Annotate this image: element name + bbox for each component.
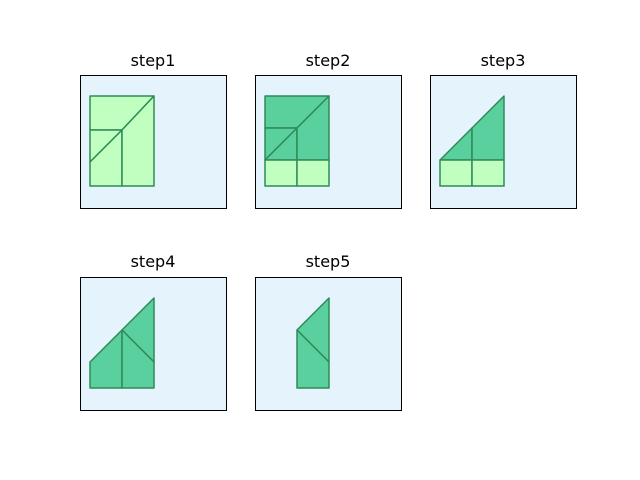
step3-title: step3 bbox=[480, 51, 526, 70]
step3-piece-bottom-left bbox=[439, 159, 473, 187]
step2-panel bbox=[255, 75, 402, 209]
step4-piece-bottom-right bbox=[121, 329, 155, 389]
step5-title: step5 bbox=[305, 252, 351, 271]
step1-panel bbox=[80, 75, 227, 209]
step2-title: step2 bbox=[305, 51, 351, 70]
step4-title: step4 bbox=[130, 252, 176, 271]
step5-panel bbox=[255, 277, 402, 411]
step3-piece-bottom-right bbox=[471, 159, 505, 187]
step1-title: step1 bbox=[130, 51, 176, 70]
step4-panel bbox=[80, 277, 227, 411]
step5-piece-bottom bbox=[296, 329, 330, 389]
step3-panel bbox=[430, 75, 577, 209]
step2-piece-bottom-right bbox=[296, 159, 330, 187]
step2-piece-bottom-left bbox=[264, 159, 298, 187]
step1-piece-right-tall bbox=[121, 95, 155, 187]
